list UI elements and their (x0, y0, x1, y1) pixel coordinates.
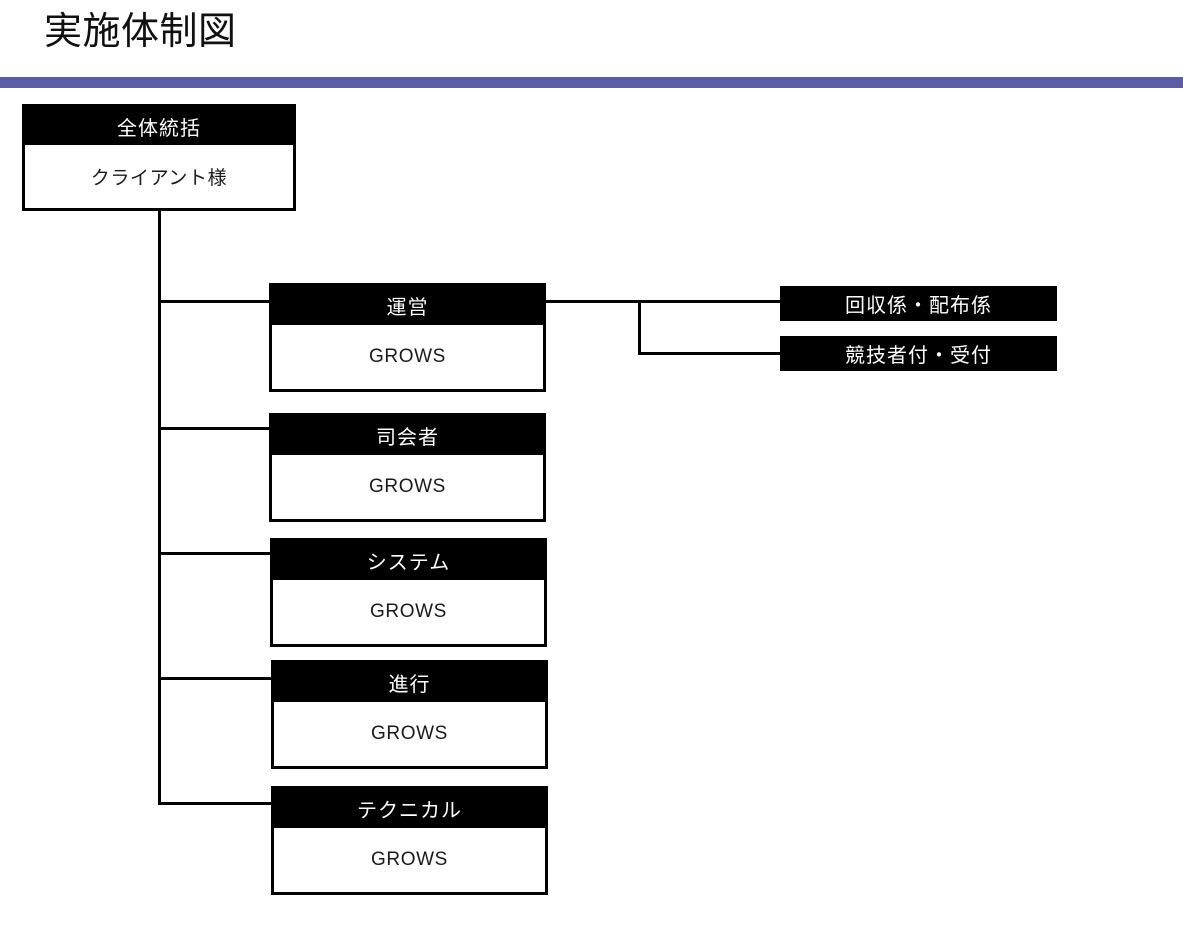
connector-branch-technical (158, 802, 274, 805)
connector-branch-shikaisha (158, 427, 272, 430)
node-department-technical[interactable]: テクニカル GROWS (271, 786, 548, 895)
connector-branch-unei (158, 300, 272, 303)
node-department-shinko-body: GROWS (274, 702, 545, 766)
node-department-shinko[interactable]: 進行 GROWS (271, 660, 548, 769)
accent-bar (0, 77, 1183, 88)
node-overall-supervision-header: 全体統括 (25, 107, 293, 145)
node-department-unei[interactable]: 運営 GROWS (269, 283, 546, 392)
connector-trunk-vertical (158, 210, 161, 805)
connector-branch-shinko (158, 677, 274, 680)
node-department-shikaisha[interactable]: 司会者 GROWS (269, 413, 546, 522)
node-department-shikaisha-header: 司会者 (272, 416, 543, 455)
node-department-shinko-header: 進行 (274, 663, 545, 702)
node-department-unei-header: 運営 (272, 286, 543, 325)
node-overall-supervision-body: クライアント様 (25, 145, 293, 208)
node-department-system[interactable]: システム GROWS (270, 538, 547, 647)
connector-unei-to-kyogisha (638, 352, 782, 355)
connector-branch-system (158, 552, 273, 555)
node-department-technical-body: GROWS (274, 828, 545, 892)
node-department-shikaisha-body: GROWS (272, 455, 543, 519)
node-overall-supervision[interactable]: 全体統括 クライアント様 (22, 104, 296, 211)
node-unei-child-competitor-reception[interactable]: 競技者付・受付 (780, 336, 1057, 371)
connector-unei-to-kaishu (546, 300, 782, 303)
node-department-system-body: GROWS (273, 580, 544, 644)
node-department-system-header: システム (273, 541, 544, 580)
connector-unei-child-vertical (638, 300, 641, 355)
node-department-unei-body: GROWS (272, 325, 543, 389)
node-department-technical-header: テクニカル (274, 789, 545, 828)
page-title: 実施体制図 (44, 11, 237, 53)
node-unei-child-collection-distribution[interactable]: 回収係・配布係 (780, 286, 1057, 321)
